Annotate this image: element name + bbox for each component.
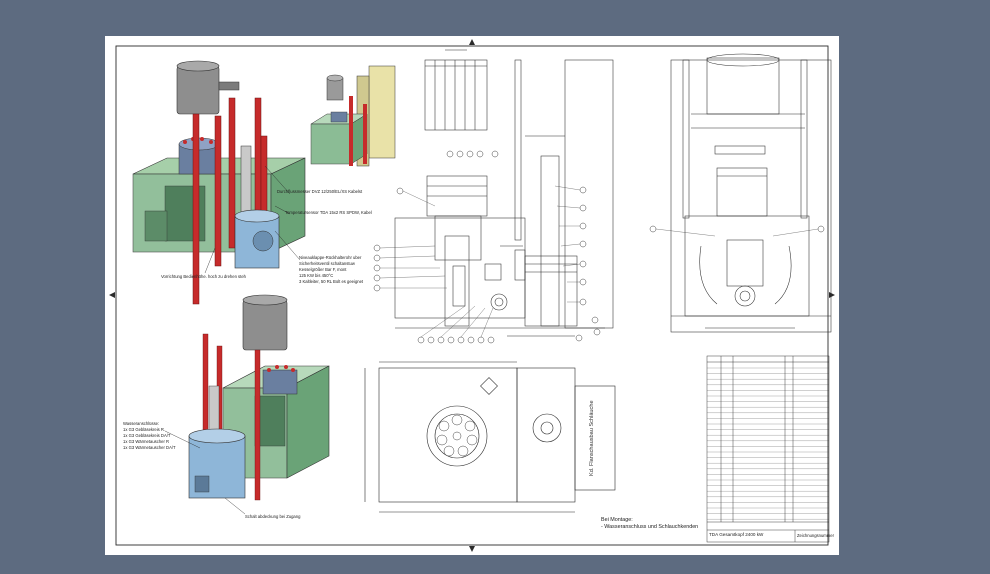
montage-note-line: - Wasseranschluss und Schlauchkenden <box>601 524 699 530</box>
montage-note-title: Bei Montage: <box>601 517 633 523</box>
side-callout-bubbles <box>649 225 825 233</box>
drawing-sheet: Durchflussmesser DVZ 12/250/EL/XS Kabels… <box>105 36 839 555</box>
callout-operating-height: Vorrichtung Bedienhöhe. hoch zu drehen s… <box>161 274 246 279</box>
callout-power: 125 KW bis 450°C <box>299 273 334 278</box>
plan-view <box>364 361 616 513</box>
callout-ptc: 3 Kaltleiter, 50 RL Bolt es geeignet <box>299 279 364 284</box>
callout-flowmeter: Durchflussmesser DVZ 12/250/EL/XS Kabels… <box>277 189 363 194</box>
front-callout-bubbles <box>373 150 601 344</box>
callout-level-valve: Niveauklappe-Rückhalterohr uber <box>299 255 362 260</box>
callout-safety-valve: Sicherheitsventil schaltanstuw <box>299 261 355 266</box>
iso-view-small <box>310 65 396 167</box>
water-connection-2: 1x G3 Gebläsekreis DA/T <box>123 433 171 438</box>
iso-view-bottom-left <box>164 294 330 515</box>
side-elevation <box>670 53 832 333</box>
water-connection-1: 1x G3 Gebläsekreis R. <box>123 427 166 432</box>
title-block-subtitle: Zeichnungsnummer <box>797 533 835 538</box>
plan-side-label: Kd. Flanschausbau Schläuche <box>589 400 595 476</box>
technical-drawing <box>109 39 835 552</box>
drawing-frame <box>115 45 829 546</box>
water-connection-4: 1x G3 Wärmetauscher DA/T <box>123 445 176 450</box>
centering-marks <box>109 39 835 552</box>
water-connections-heading: Wasseranschlüsse: <box>123 421 160 426</box>
front-elevation <box>394 49 614 337</box>
title-block-title: TDA Gesamtkopf 2400 kW <box>709 532 764 537</box>
plan-flange-bolts <box>436 414 478 457</box>
callout-temperature-sensor: Temperatursensor TDA 15x2 RS SPDW, Kabel <box>285 210 372 215</box>
iso-view-top-left <box>132 60 306 305</box>
water-connection-3: 1x G3 Wärmetauscher R <box>123 439 170 444</box>
front-leader-lines <box>379 185 581 338</box>
callout-boiler-size: Kesselgrößer Bar F, mont <box>299 267 347 272</box>
parts-list <box>706 355 830 543</box>
callout-switch-cover: Schalt abdeckung bei Zugang <box>245 514 301 519</box>
parts-list-rows <box>707 367 829 520</box>
